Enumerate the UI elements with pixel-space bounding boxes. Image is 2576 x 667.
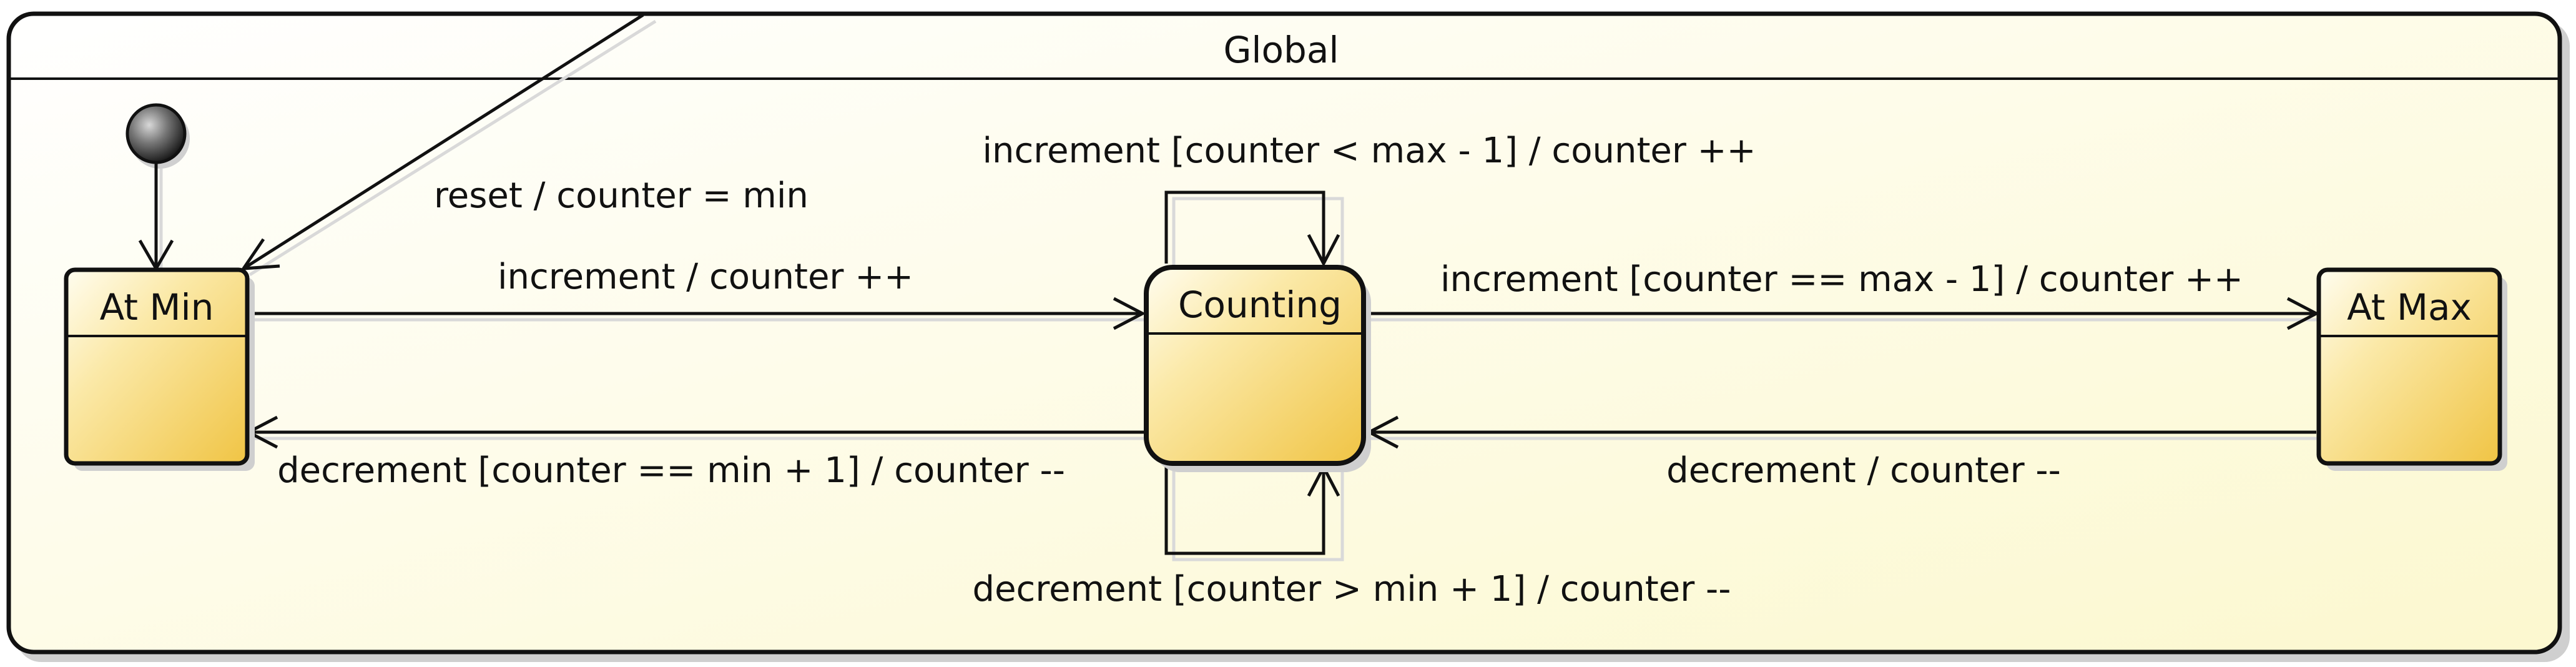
- state-at-min-box: [64, 267, 250, 466]
- transition-counting-to-max-label: increment [counter == max - 1] / counter…: [1440, 259, 2243, 300]
- transition-counting-self-decrement-label: decrement [counter > min + 1] / counter …: [973, 569, 1731, 610]
- state-at-max-box: [2316, 267, 2502, 466]
- transition-counting-self-increment[interactable]: increment [counter < max - 1] / counter …: [982, 131, 1756, 267]
- state-counting-box: [1144, 265, 1366, 466]
- transition-counting-self-decrement[interactable]: decrement [counter > min + 1] / counter …: [973, 463, 1731, 610]
- transition-max-to-counting-label: decrement / counter --: [1666, 450, 2061, 491]
- state-at-max[interactable]: At Max: [2316, 267, 2507, 471]
- transition-counting-to-min[interactable]: decrement [counter == min + 1] / counter…: [245, 415, 1148, 491]
- state-at-max-title: At Max: [2347, 286, 2472, 329]
- transition-reset-label: reset / counter = min: [434, 175, 809, 216]
- state-counting-title: Counting: [1178, 284, 1342, 326]
- state-counting[interactable]: Counting: [1144, 265, 1371, 472]
- transition-max-to-counting[interactable]: decrement / counter --: [1365, 415, 2319, 491]
- initial-node[interactable]: [125, 103, 190, 169]
- transition-min-to-counting[interactable]: increment / counter ++: [247, 257, 1146, 330]
- initial-node-dot: [125, 103, 187, 164]
- region-title: Global: [1223, 29, 1339, 71]
- transition-counting-to-min-label: decrement [counter == min + 1] / counter…: [277, 450, 1065, 491]
- transition-counting-self-increment-label: increment [counter < max - 1] / counter …: [982, 131, 1756, 171]
- transition-counting-to-max[interactable]: increment [counter == max - 1] / counter…: [1367, 259, 2320, 330]
- transition-reset[interactable]: reset / counter = min: [240, 13, 809, 277]
- transition-min-to-counting-label: increment / counter ++: [498, 257, 913, 297]
- state-at-min[interactable]: At Min: [64, 267, 255, 471]
- state-at-min-title: At Min: [100, 286, 214, 329]
